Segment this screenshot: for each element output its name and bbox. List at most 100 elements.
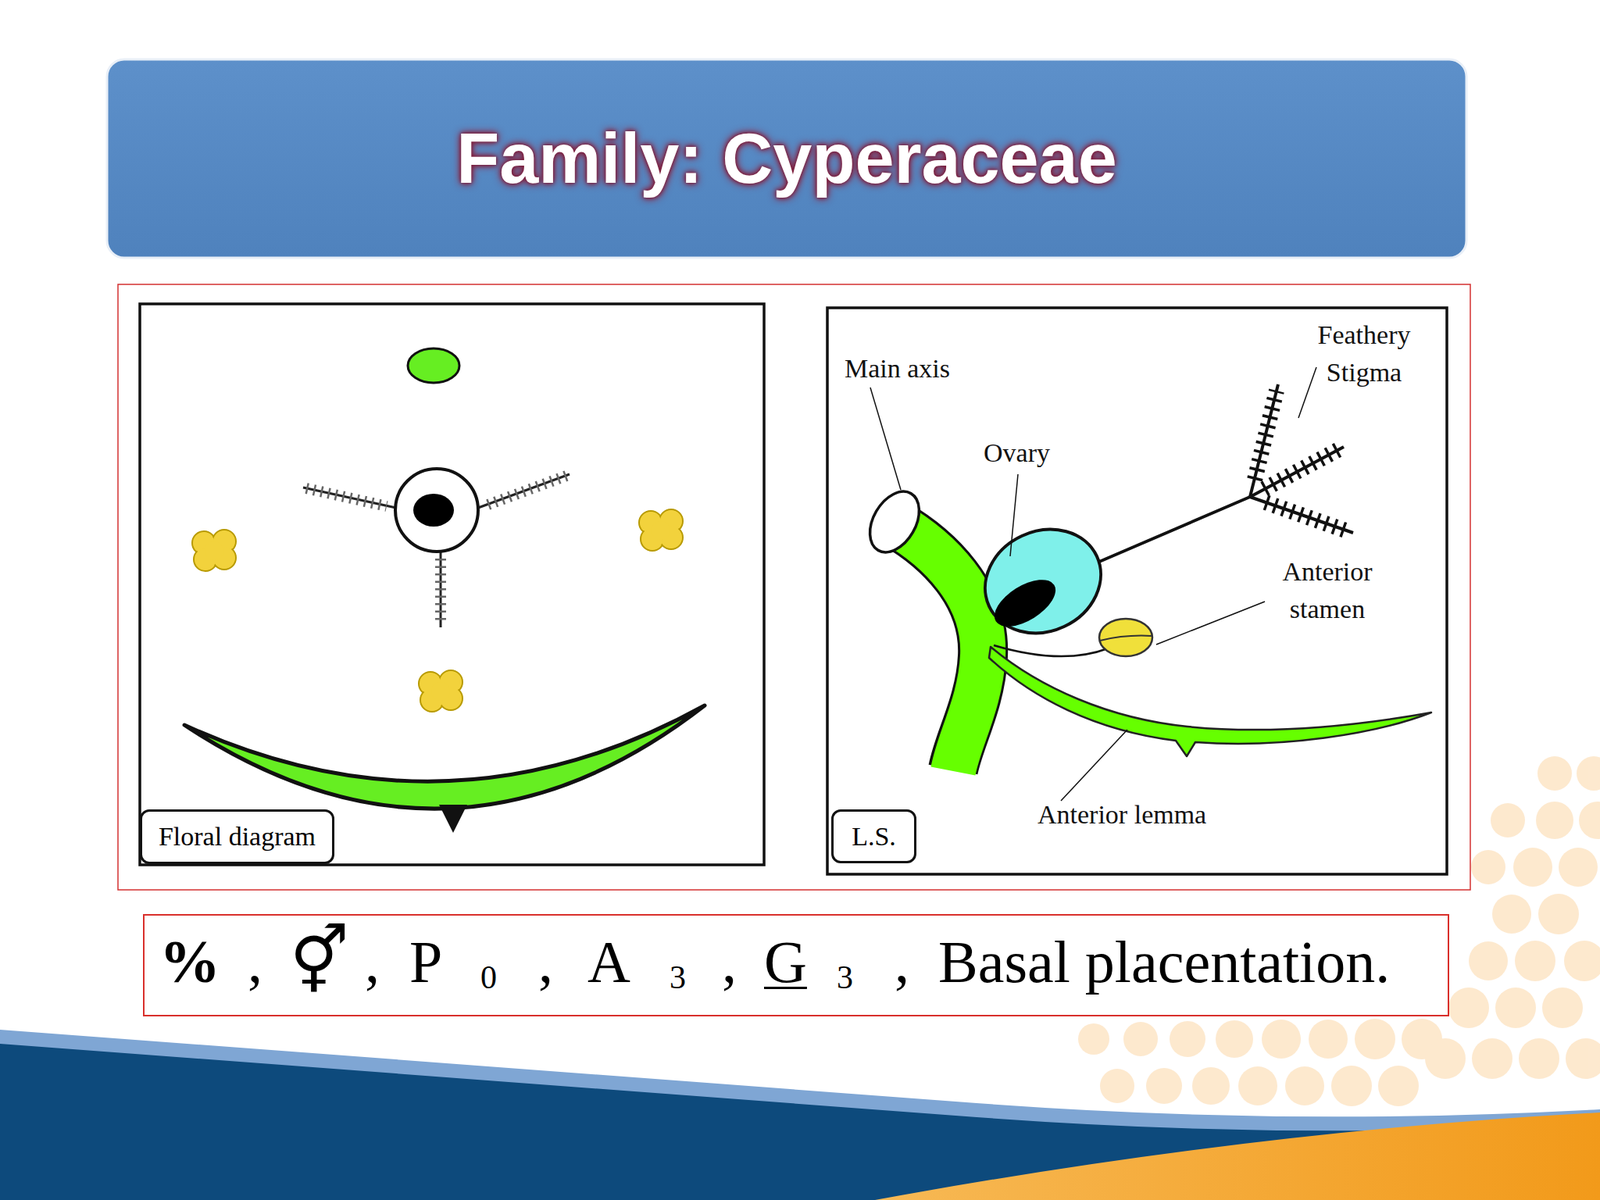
- stamen-anther: [639, 509, 683, 551]
- placentation-text: Basal placentation.: [938, 926, 1390, 998]
- symmetry-symbol: %: [159, 925, 221, 999]
- decor-dot: [1378, 1065, 1419, 1107]
- decor-dot: [1192, 1067, 1230, 1105]
- stigma-hairs: [435, 558, 447, 625]
- title-banner: [107, 59, 1467, 258]
- decor-dot: [1100, 1068, 1135, 1104]
- stigma-branch: [1250, 446, 1344, 497]
- part-label: Main axis: [844, 350, 1001, 388]
- decor-dot: [1471, 1038, 1513, 1079]
- decor-dot: [1238, 1066, 1278, 1106]
- decor-dot: [1578, 801, 1600, 840]
- main-axis-cut: [860, 482, 930, 561]
- decor-dot: [1261, 1019, 1301, 1059]
- stamen-anther: [192, 529, 236, 572]
- panel-label: Floral diagram: [158, 821, 316, 852]
- panel-tag: Floral diagram: [139, 809, 335, 865]
- decor-dot: [1123, 1021, 1158, 1057]
- leader-line: [1156, 601, 1265, 645]
- ls-ovary: [967, 510, 1118, 652]
- swoosh-orange: [875, 1112, 1600, 1200]
- leader-line: [1010, 474, 1018, 557]
- slide-title: Family: Cyperaceae: [107, 59, 1467, 258]
- leader-line: [1298, 367, 1317, 418]
- decor-dot: [1535, 801, 1574, 840]
- decor-dot: [1514, 940, 1556, 982]
- decor-dot: [1576, 756, 1600, 791]
- decor-dot: [1308, 1019, 1348, 1059]
- lemma: [184, 705, 705, 809]
- perianth-letter: P: [409, 926, 443, 998]
- decor-dot: [1425, 1038, 1466, 1079]
- decor-dot: [1471, 850, 1506, 885]
- decor-dot: [1285, 1066, 1325, 1106]
- formula-comma: ,: [894, 926, 910, 998]
- androecium-count: 3: [669, 957, 686, 997]
- sex-symbol: ⚥: [289, 921, 350, 1001]
- formula-comma: ,: [247, 926, 263, 998]
- perianth-count: 0: [480, 957, 497, 997]
- stigma-feathers: [1264, 448, 1341, 490]
- stigma-hairs: [485, 475, 567, 506]
- decor-dot: [1558, 847, 1598, 887]
- ovule: [413, 493, 454, 527]
- decor-dot: [1468, 941, 1508, 981]
- ls-anther: [1099, 618, 1153, 657]
- panel-label: L.S.: [851, 821, 897, 852]
- decor-dot: [1492, 894, 1532, 934]
- leader-line: [870, 387, 901, 490]
- stigma-branch: [1250, 384, 1279, 497]
- leader-line: [1060, 729, 1128, 801]
- decor-dot: [1215, 1020, 1254, 1058]
- style: [1093, 496, 1250, 565]
- formula-comma: ,: [364, 926, 380, 998]
- decor-dot: [1513, 847, 1553, 887]
- stigma-feathers: [1265, 502, 1350, 533]
- floral-panel: [139, 303, 765, 865]
- decor-dot: [1537, 756, 1572, 791]
- androecium-letter: A: [587, 926, 631, 998]
- stigma-feathers: [1254, 390, 1277, 480]
- decor-dot: [1564, 940, 1600, 982]
- decor-dot: [1169, 1021, 1206, 1058]
- formula-comma: ,: [538, 926, 554, 998]
- main-axis: [894, 523, 983, 772]
- lemma-tip: [439, 804, 468, 833]
- stamen-anther: [418, 670, 463, 712]
- decor-dot: [1146, 1067, 1183, 1104]
- ovary-section: [395, 468, 479, 552]
- stigma-branch: [1250, 496, 1354, 533]
- decor-dot: [1542, 987, 1583, 1029]
- stigma-arm: [478, 474, 570, 508]
- decor-dot: [1565, 1038, 1600, 1079]
- decor-dot: [1354, 1018, 1396, 1060]
- decor-dot: [1495, 987, 1536, 1029]
- swoosh-band: [0, 1043, 1600, 1200]
- part-label: Anterior stamen: [1260, 553, 1394, 629]
- gynoecium-letter: G: [764, 926, 808, 998]
- stigma-hairs: [306, 488, 387, 507]
- decor-dot: [1331, 1065, 1372, 1107]
- main-axis-section: [407, 348, 460, 383]
- decor-dot: [1538, 893, 1579, 935]
- gynoecium-count: 3: [836, 957, 854, 997]
- anther-groove: [1100, 635, 1152, 641]
- part-label: Ovary: [983, 434, 1078, 472]
- ls-panel: [827, 307, 1447, 875]
- decor-dot: [1078, 1023, 1110, 1055]
- decor-dot: [1490, 803, 1525, 838]
- panel-tag: L.S.: [831, 809, 917, 864]
- part-label: Anterior lemma: [1037, 796, 1272, 834]
- ls-lemma: [989, 646, 1432, 757]
- filament: [993, 645, 1108, 657]
- ls-ovule: [986, 570, 1064, 636]
- formula-comma: ,: [721, 926, 737, 998]
- decor-dot: [1448, 987, 1490, 1029]
- figure-frame: [117, 284, 1471, 890]
- floral-formula-box: %,⚥,P0,A3,G3,Basal placentation.: [142, 914, 1450, 1017]
- stigma-arm: [439, 550, 443, 628]
- decor-dot: [1518, 1038, 1560, 1079]
